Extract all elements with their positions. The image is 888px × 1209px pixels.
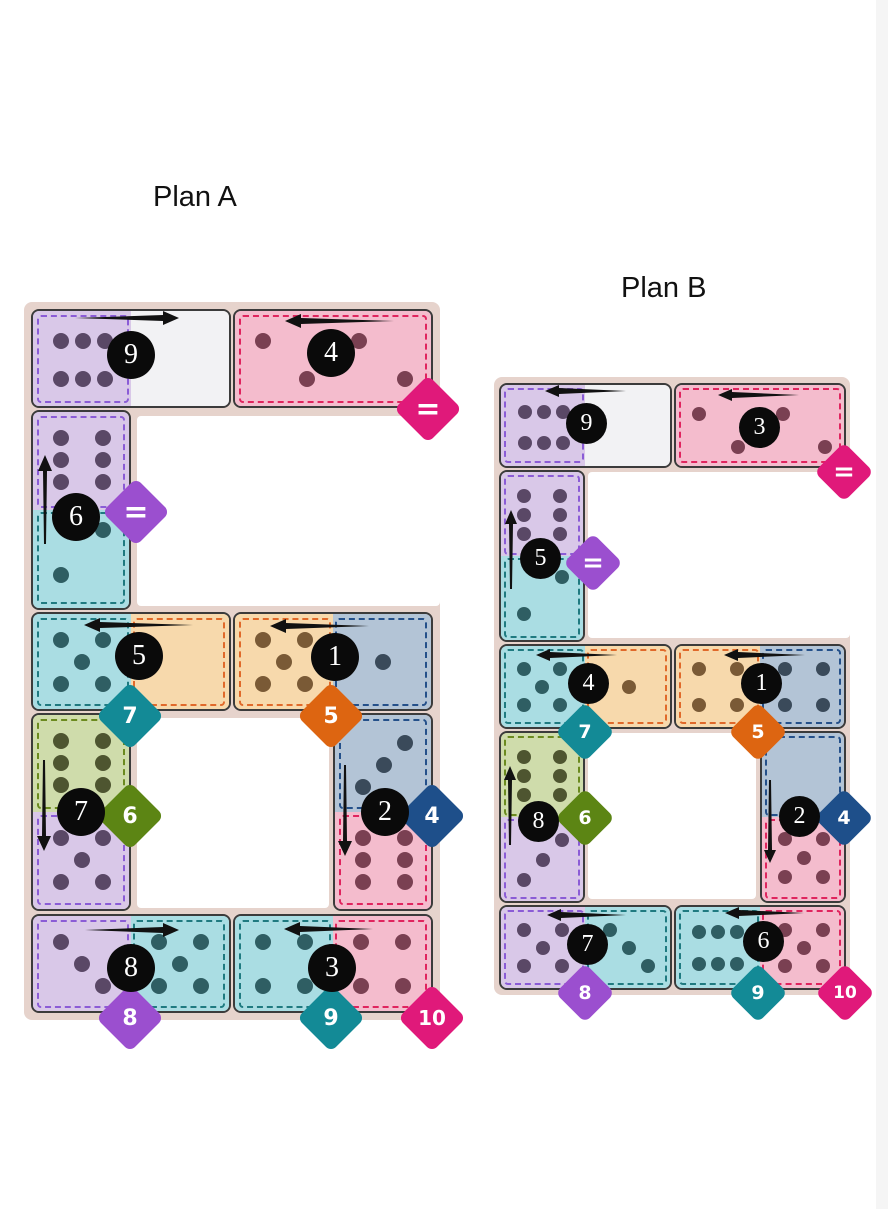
step-marker: 7 [567, 924, 608, 965]
board-notch [588, 472, 850, 638]
step-marker: 2 [361, 788, 409, 836]
step-marker: 5 [115, 632, 163, 680]
region-label: 9 [323, 1005, 339, 1031]
step-marker: 3 [739, 407, 780, 448]
region-label: 4 [837, 807, 851, 829]
region-label: = [415, 391, 441, 427]
board-hole [588, 733, 756, 899]
domino-tile[interactable] [499, 905, 672, 990]
arrow-left-icon [270, 619, 369, 633]
region-label: 6 [578, 807, 592, 829]
arrow-left-icon [725, 907, 804, 919]
arrow-left-icon [84, 618, 193, 632]
arrow-down-icon [37, 760, 51, 851]
region-label: 7 [578, 721, 592, 743]
arrow-left-icon [285, 314, 394, 328]
region-label: 10 [418, 1006, 446, 1030]
step-marker: 2 [779, 796, 820, 837]
step-marker: 5 [520, 538, 561, 579]
arrow-up-icon [504, 766, 516, 845]
step-marker: 4 [568, 663, 609, 704]
step-marker: 9 [107, 331, 155, 379]
region-label: 8 [122, 1005, 138, 1031]
plan-a-title: Plan A [153, 181, 237, 213]
region-label: 5 [323, 703, 339, 729]
region-label: 9 [751, 982, 765, 1004]
step-marker: 1 [741, 663, 782, 704]
arrow-up-icon [505, 510, 517, 589]
arrow-down-icon [764, 780, 776, 863]
board-hole [137, 718, 329, 908]
arrow-left-icon [724, 649, 805, 661]
arrow-right-icon [75, 311, 179, 325]
step-marker: 8 [107, 944, 155, 992]
arrow-up-icon [38, 455, 52, 544]
board-notch [137, 416, 440, 606]
step-marker: 8 [518, 801, 559, 842]
step-marker: 6 [743, 921, 784, 962]
arrow-left-icon [284, 922, 373, 936]
domino-tile[interactable] [31, 410, 131, 610]
domino-tile[interactable] [499, 644, 672, 729]
step-marker: 6 [52, 493, 100, 541]
arrow-left-icon [547, 909, 626, 921]
region-label: 5 [751, 721, 765, 743]
arrow-right-icon [85, 923, 179, 937]
region-label: = [582, 548, 604, 578]
step-marker: 9 [566, 403, 607, 444]
step-marker: 7 [57, 788, 105, 836]
step-marker: 3 [308, 944, 356, 992]
region-label: = [833, 457, 855, 487]
region-label: 4 [424, 803, 440, 829]
step-marker: 1 [311, 633, 359, 681]
region-label: 8 [578, 982, 592, 1004]
right-edge-strip [876, 0, 888, 1209]
arrow-left-icon [545, 385, 626, 397]
domino-tile[interactable] [333, 713, 433, 911]
step-marker: 4 [307, 329, 355, 377]
region-label: = [123, 494, 149, 530]
arrow-left-icon [536, 649, 617, 661]
region-label: 10 [833, 983, 857, 1003]
plan-b-title: Plan B [621, 272, 707, 304]
region-label: 6 [122, 803, 138, 829]
region-label: 7 [122, 703, 138, 729]
arrow-down-icon [338, 765, 352, 856]
arrow-left-icon [718, 389, 799, 401]
